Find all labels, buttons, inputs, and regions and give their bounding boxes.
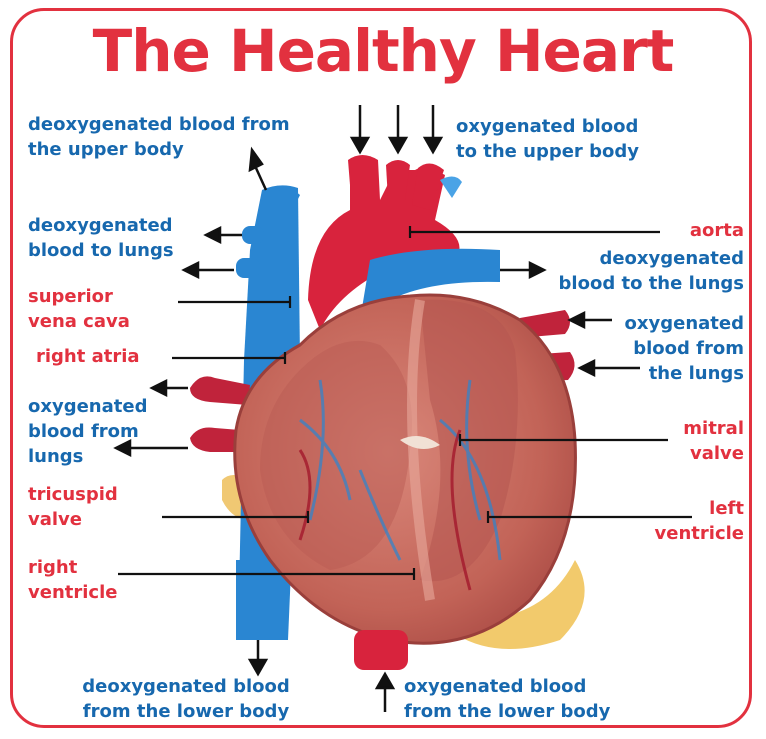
label-oxy-from-lungs-right: oxygenated blood from the lungs: [625, 311, 744, 386]
label-superior-vena-cava: superior vena cava: [28, 284, 130, 334]
label-line: vena cava: [28, 309, 130, 334]
label-deoxy-lower-body: deoxygenated blood from the lower body: [66, 674, 306, 724]
label-line: oxygenated blood: [404, 674, 610, 699]
label-line: oxygenated: [28, 394, 147, 419]
label-tricuspid-valve: tricuspid valve: [28, 482, 118, 532]
label-line: aorta: [690, 218, 744, 243]
label-line: deoxygenated: [559, 246, 744, 271]
label-line: oxygenated blood: [456, 114, 639, 139]
label-deoxy-to-lungs-right: deoxygenated blood to the lungs: [559, 246, 744, 296]
label-aorta: aorta: [690, 218, 744, 243]
label-line: blood from: [625, 336, 744, 361]
label-deoxy-to-lungs-left: deoxygenated blood to lungs: [28, 213, 174, 263]
label-line: left: [655, 496, 744, 521]
label-line: right: [28, 555, 117, 580]
label-mitral-valve: mitral valve: [683, 416, 744, 466]
label-line: blood from: [28, 419, 147, 444]
label-oxy-from-lungs-left: oxygenated blood from lungs: [28, 394, 147, 469]
label-line: from the lower body: [404, 699, 610, 724]
label-line: deoxygenated: [28, 213, 174, 238]
label-line: deoxygenated blood: [66, 674, 306, 699]
label-left-ventricle: left ventricle: [655, 496, 744, 546]
label-line: deoxygenated blood from: [28, 112, 290, 137]
pulm-vein-left-1: [190, 376, 250, 405]
label-line: the upper body: [28, 137, 290, 162]
label-line: to the upper body: [456, 139, 639, 164]
label-line: ventricle: [28, 580, 117, 605]
label-line: blood to lungs: [28, 238, 174, 263]
label-line: oxygenated: [625, 311, 744, 336]
label-line: the lungs: [625, 361, 744, 386]
label-line: right atria: [36, 344, 140, 369]
aorta-bottom: [354, 630, 408, 670]
label-line: valve: [683, 441, 744, 466]
label-line: superior: [28, 284, 130, 309]
vein-stub-2: [236, 258, 260, 278]
label-line: blood to the lungs: [559, 271, 744, 296]
label-line: ventricle: [655, 521, 744, 546]
vein-stub-1: [242, 226, 264, 244]
label-oxy-upper-body: oxygenated blood to the upper body: [456, 114, 639, 164]
label-line: valve: [28, 507, 118, 532]
label-oxy-lower-body: oxygenated blood from the lower body: [404, 674, 610, 724]
label-right-atria: right atria: [36, 344, 140, 369]
label-deoxy-upper-body: deoxygenated blood from the upper body: [28, 112, 290, 162]
label-line: from the lower body: [66, 699, 306, 724]
label-line: lungs: [28, 444, 147, 469]
pulm-vein-left-2: [190, 427, 240, 452]
blue-stub-right: [440, 176, 462, 198]
label-line: tricuspid: [28, 482, 118, 507]
label-line: mitral: [683, 416, 744, 441]
aorta-top-1: [348, 155, 378, 210]
label-right-ventricle: right ventricle: [28, 555, 117, 605]
